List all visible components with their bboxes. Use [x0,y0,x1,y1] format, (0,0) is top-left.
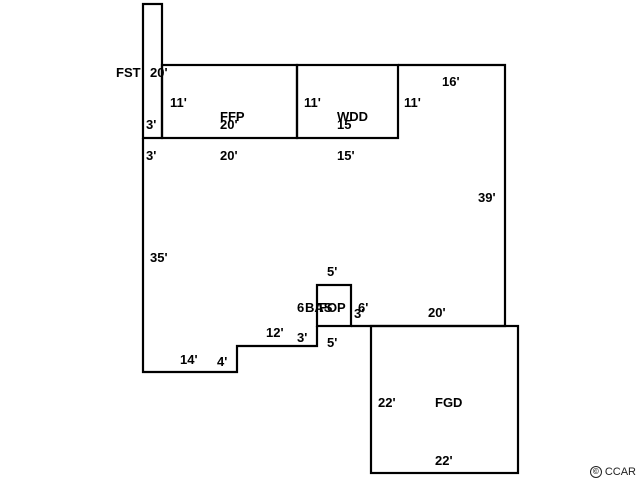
dim-step-top: 12' [266,325,284,340]
wdd-outline [295,63,400,140]
fop-label: FOP [319,300,346,315]
dim-step-side: 3' [297,330,307,345]
dim-wdd-right: 11' [404,95,421,110]
dim-fop-left: 6 [297,300,304,315]
dim-bottom-left: 14' [180,352,198,367]
copyright-watermark: © CCAR [589,466,636,478]
dim-fst-top: 20' [150,65,168,80]
ffp-label: FFP [220,109,245,124]
copyright-icon: © [589,466,602,478]
fop-outline [315,283,353,328]
dim-ffp-bottom: 20' [220,148,238,163]
wdd-label: WDD [337,109,368,124]
dim-left-side: 35' [150,250,168,265]
floor-plan-walls [141,2,520,475]
fst-label: FST [116,65,141,80]
dim-fst-side: 3' [146,148,156,163]
dim-garage-side: 22' [378,395,396,410]
dim-fop-inner: 3' [354,306,364,321]
dim-fst-lower: 3' [146,117,156,132]
dim-ffp-left: 11' [170,95,187,110]
fgd-outline [369,324,520,475]
bas-label: BAS [305,300,333,315]
dim-right-side: 39' [478,190,496,205]
dim-wdd-left: 11' [304,95,321,110]
dim-wdd-mid: 15 [337,117,351,132]
dim-garage-bottom: 22' [435,453,453,468]
dim-fop-right: 6' [358,300,368,315]
watermark-text: CCAR [604,466,636,478]
dim-fop-top: 5' [327,264,337,279]
dim-ffp-mid: 20' [220,117,238,132]
dim-lower-right: 20' [428,305,446,320]
dim-wdd-bottom: 15' [337,148,355,163]
dim-fop-bottom: 5' [327,335,337,350]
dim-bottom-step: 4' [217,354,227,369]
fgd-label: FGD [435,395,462,410]
dim-main-top: 16' [442,74,460,89]
